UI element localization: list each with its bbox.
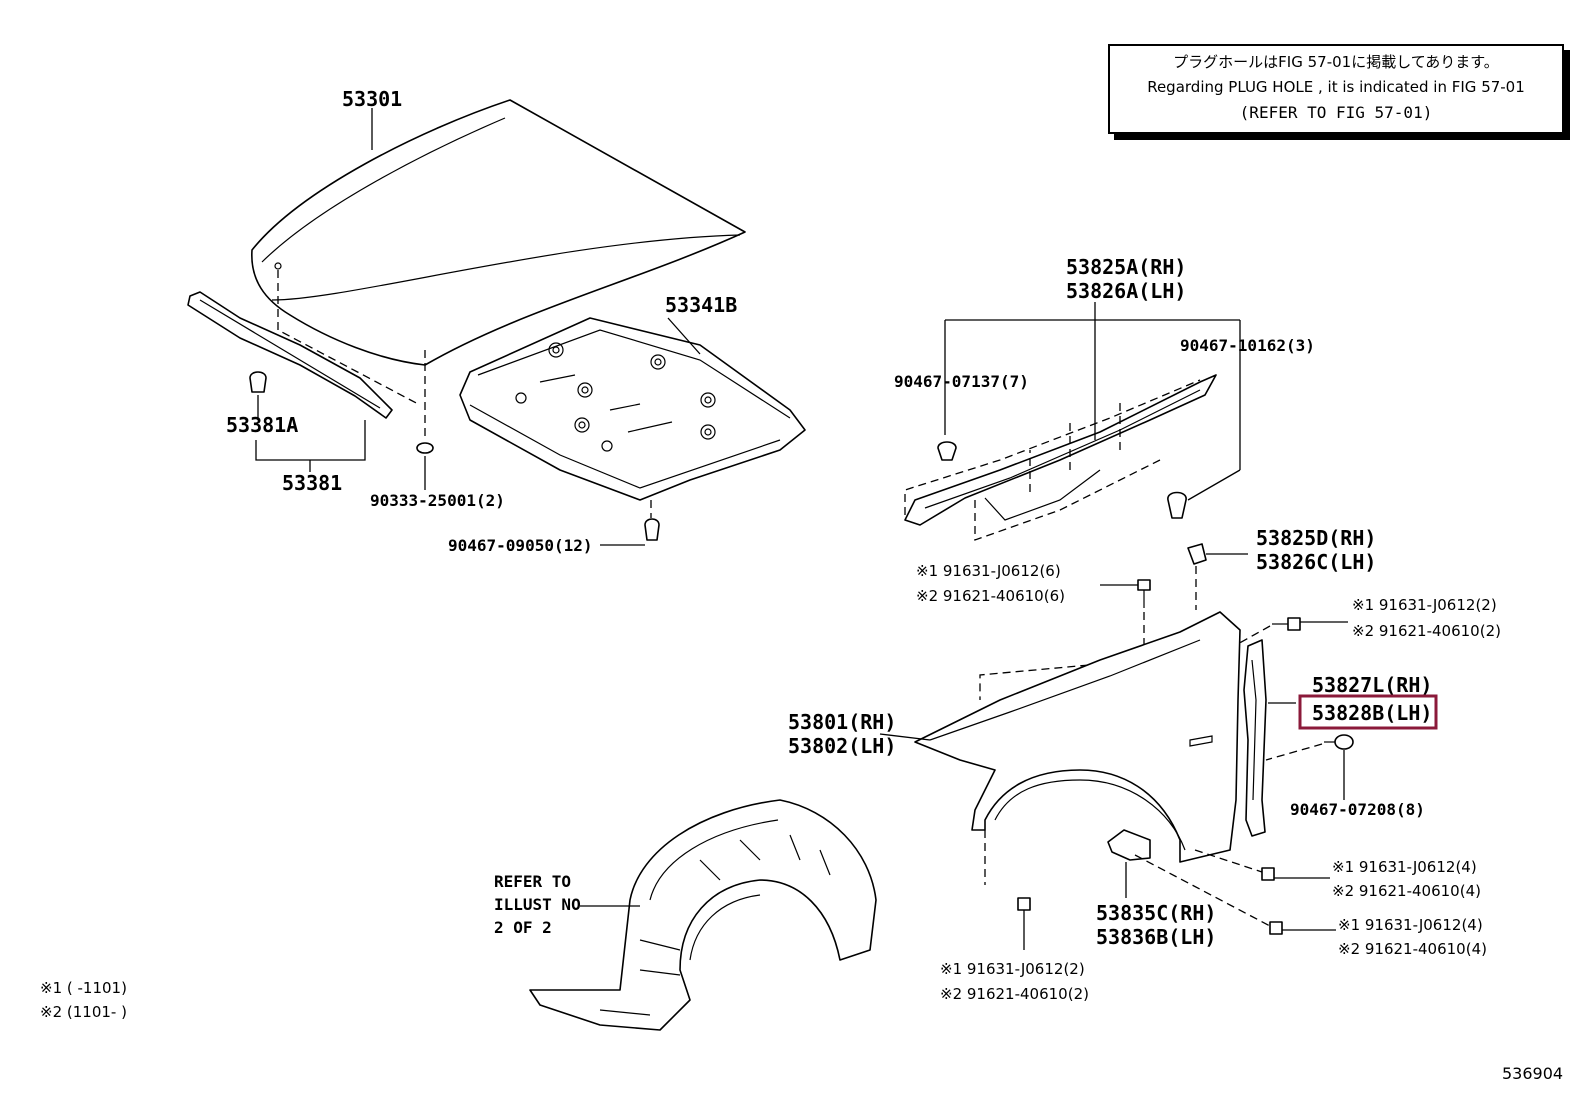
label-53826c: 53826C(LH) <box>1256 550 1376 574</box>
front-fender-part[interactable] <box>914 611 1241 863</box>
label-90467-09050: 90467-09050(12) <box>448 536 593 555</box>
bolt-a-part[interactable] <box>1137 579 1151 608</box>
label-bolt-b1: ※1 91631-J0612(2) <box>1352 596 1497 614</box>
label-53381a: 53381A <box>226 413 298 437</box>
bolt-a-dash <box>979 612 1145 700</box>
hood-insulator-part[interactable] <box>459 317 806 501</box>
label-bolt-e1: ※1 91631-J0612(2) <box>940 960 1085 978</box>
bolt-c-part[interactable] <box>1261 867 1275 881</box>
footnote-2: ※2 (1101- ) <box>40 1003 127 1021</box>
leader-90467-10162 <box>1187 469 1241 501</box>
bracket-53825a <box>944 302 1241 470</box>
fender-cushion-part[interactable] <box>1187 543 1207 565</box>
cowl-dash-top <box>904 379 1201 515</box>
hood-dash-line-a <box>277 270 421 406</box>
figure-number: 536904 <box>1502 1064 1563 1083</box>
label-bolt-c1: ※1 91631-J0612(4) <box>1332 858 1477 876</box>
fender-liner-assembly-part[interactable] <box>529 799 877 1031</box>
label-53301: 53301 <box>342 87 402 111</box>
insulator-clip-part[interactable] <box>644 518 660 541</box>
label-53827l: 53827L(RH) <box>1312 673 1432 697</box>
bolt-b-dash <box>1235 625 1271 646</box>
label-53836b: 53836B(LH) <box>1096 925 1216 949</box>
leader-53801 <box>879 733 931 741</box>
label-bolt-a2: ※2 91621-40610(6) <box>916 587 1065 605</box>
label-90333: 90333-25001(2) <box>370 491 505 510</box>
label-refer-line3: 2 OF 2 <box>494 918 552 937</box>
hood-seal-part[interactable] <box>187 291 393 419</box>
bolt-c-dash <box>1194 849 1263 873</box>
liner-clip-part[interactable] <box>1324 734 1354 750</box>
label-53825a: 53825A(RH) <box>1066 255 1186 279</box>
label-53835c: 53835C(RH) <box>1096 901 1216 925</box>
cowl-seal-part[interactable] <box>904 374 1217 526</box>
label-refer-line1: REFER TO <box>494 872 571 891</box>
cowl-dash-bottom <box>974 459 1161 541</box>
label-bolt-c2: ※2 91621-40610(4) <box>1332 882 1481 900</box>
bolt-d-part[interactable] <box>1269 921 1283 935</box>
label-bolt-a1: ※1 91631-J0612(6) <box>916 562 1061 580</box>
plug-part[interactable] <box>416 442 434 454</box>
label-53826a: 53826A(LH) <box>1066 279 1186 303</box>
bolt-b-part[interactable] <box>1272 617 1301 631</box>
fender-bracket-part[interactable] <box>1107 829 1151 861</box>
label-bolt-e2: ※2 91621-40610(2) <box>940 985 1089 1003</box>
cowl-clip-small-part[interactable] <box>937 441 957 461</box>
seal-clip-part[interactable] <box>249 371 267 393</box>
label-bolt-d1: ※1 91631-J0612(4) <box>1338 916 1483 934</box>
label-53825d: 53825D(RH) <box>1256 526 1376 550</box>
note-line-refer: (REFER TO FIG 57-01) <box>1239 103 1433 122</box>
label-53802: 53802(LH) <box>788 734 896 758</box>
highlight-box-53828b <box>1298 694 1438 730</box>
hood-panel[interactable] <box>251 99 746 366</box>
label-53381: 53381 <box>282 471 342 495</box>
leader-53341b <box>667 317 701 355</box>
label-90467-10162: 90467-10162(3) <box>1180 336 1315 355</box>
label-refer-line2: ILLUST NO <box>494 895 581 914</box>
fender-liner-part[interactable] <box>1243 639 1267 837</box>
label-bolt-d2: ※2 91621-40610(4) <box>1338 940 1487 958</box>
label-53341b: 53341B <box>665 293 737 317</box>
label-bolt-b2: ※2 91621-40610(2) <box>1352 622 1501 640</box>
cowl-dash-verticals <box>1029 400 1121 492</box>
bolt-e-part[interactable] <box>1017 897 1031 911</box>
label-90467-07208: 90467-07208(8) <box>1290 800 1425 819</box>
reference-note-box: プラグホールはFIG 57-01に掲載してあります。 Regarding PLU… <box>1108 44 1564 134</box>
footnote-1: ※1 ( -1101) <box>40 979 127 997</box>
note-line-english: Regarding PLUG HOLE , it is indicated in… <box>1147 78 1525 96</box>
liner-clip-dash <box>1265 743 1323 761</box>
label-53801: 53801(RH) <box>788 710 896 734</box>
label-90467-07137: 90467-07137(7) <box>894 372 1029 391</box>
cowl-clip-large-part[interactable] <box>1167 491 1187 519</box>
label-53828b: 53828B(LH) <box>1312 701 1432 725</box>
note-line-japanese: プラグホールはFIG 57-01に掲載してあります。 <box>1173 53 1499 71</box>
